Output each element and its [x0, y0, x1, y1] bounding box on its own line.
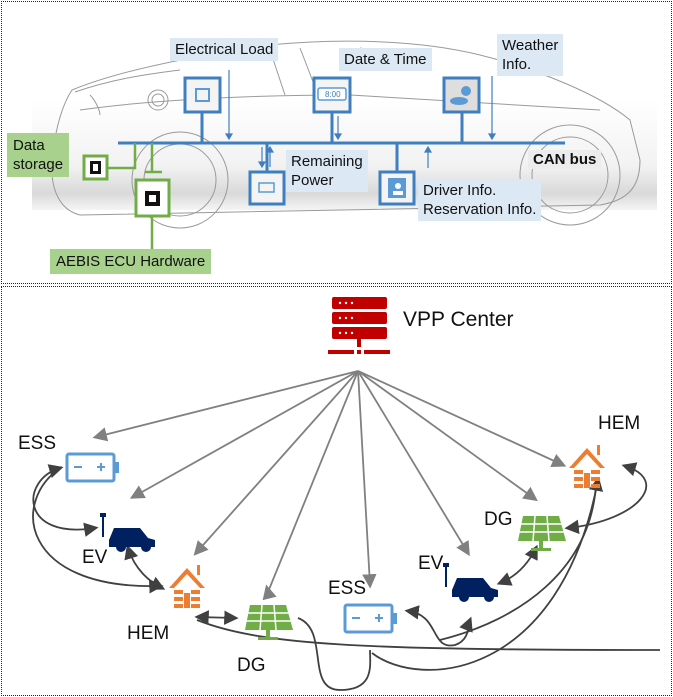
clock-icon: [317, 87, 347, 101]
house-icon: [569, 445, 605, 488]
clock-display-text: 8:00: [325, 90, 341, 99]
aebis-ecu-device: [134, 178, 171, 218]
battery-swap-icon: [258, 182, 275, 193]
node-label-hem-right: HEM: [598, 413, 641, 434]
node-label-hem-left: HEM: [127, 623, 170, 644]
vpp-panel: [1, 286, 672, 696]
chip-icon: [195, 88, 210, 102]
cloud-icon: [450, 97, 468, 105]
aebis-ecu-label: AEBIS ECU Hardware: [50, 249, 212, 274]
driver-info-device: [378, 170, 416, 206]
node-label-ev-left: EV: [82, 547, 108, 568]
peer-energy-links: [32, 462, 661, 691]
can-bus-label: CAN bus: [528, 150, 602, 169]
data-storage-device: [82, 154, 109, 181]
remaining-power-label: Remaining Power: [286, 150, 368, 192]
bus-connectors: [200, 112, 464, 172]
data-storage-label: Data storage: [7, 133, 70, 177]
ev-car-icon: [100, 513, 155, 552]
weather-info-label: Weather Info.: [497, 34, 564, 76]
solar-panel-icon: [518, 516, 566, 551]
signal-arrows: [224, 70, 497, 169]
node-label-dg-right: DG: [484, 509, 513, 530]
vehicle-panel: [1, 1, 672, 284]
remaining-power-device: [248, 170, 286, 206]
date-time-label: Date & Time: [339, 48, 432, 71]
electrical-load-device: [183, 76, 222, 114]
vpp-center-label: VPP Center: [403, 308, 514, 331]
vpp-control-arrows: [92, 370, 567, 601]
sun-icon: [461, 86, 471, 96]
electrical-load-label: Electrical Load: [170, 38, 279, 61]
driver-info-label: Driver Info. Reservation Info.: [418, 179, 542, 221]
ecu-connections: [108, 143, 162, 250]
battery-icon: [65, 452, 119, 483]
node-label-ess-left: ESS: [18, 433, 57, 454]
node-label-dg-left: DG: [237, 655, 266, 676]
house-icon: [169, 565, 205, 608]
node-label-ev-right: EV: [418, 553, 444, 574]
solar-panel-icon: [245, 605, 293, 640]
date-time-device: [312, 76, 352, 114]
battery-icon: [343, 603, 397, 634]
node-label-ess-mid: ESS: [328, 578, 367, 599]
ev-car-icon: [443, 563, 498, 602]
weather-device: [442, 76, 481, 114]
server-icon: [328, 297, 390, 354]
